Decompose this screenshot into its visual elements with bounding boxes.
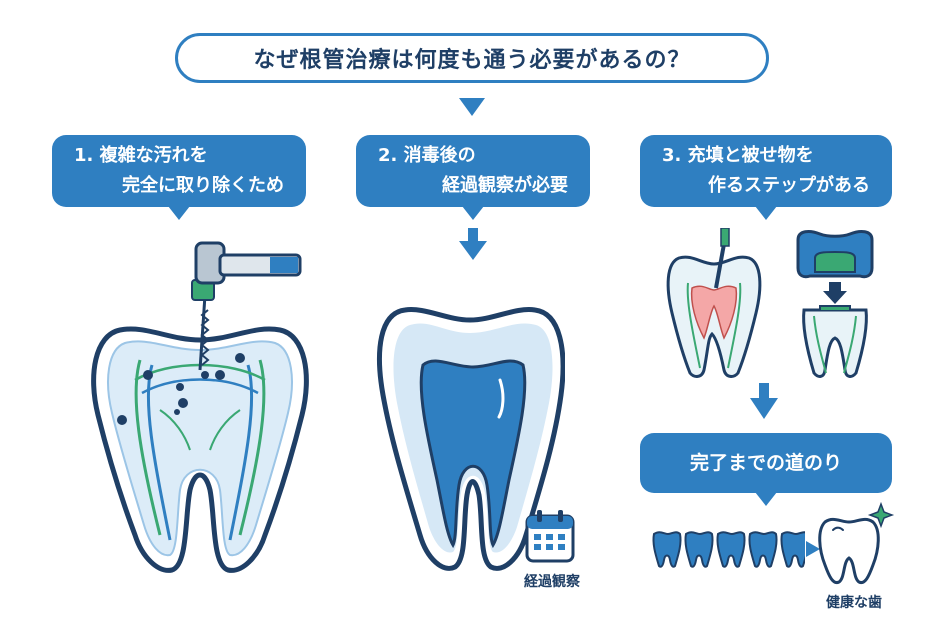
step-2-callout: 2. 消毒後の 経過観察が必要	[356, 135, 590, 207]
page-title: なぜ根管治療は何度も通う必要があるの？	[175, 33, 769, 83]
step-3-line1: 3. 充填と被せ物を	[662, 145, 814, 166]
callout-pointer-icon	[462, 206, 484, 220]
callout-pointer-icon	[755, 206, 777, 220]
step-3-line2: 作るステップがある	[708, 175, 870, 196]
road-label: 完了までの道のり	[689, 452, 842, 474]
step-2-line1: 2. 消毒後の	[378, 145, 476, 166]
healthy-caption: 健康な歯	[826, 595, 882, 611]
infected-tooth-illustration	[91, 241, 309, 573]
step-3-callout: 3. 充填と被せ物を 作るステップがある	[640, 135, 892, 207]
observation-caption: 経過観察	[524, 574, 580, 590]
road-label-callout: 完了までの道のり	[640, 433, 892, 493]
small-teeth-row	[652, 531, 805, 568]
play-arrow-icon	[806, 541, 820, 557]
filling-tooth-illustration	[666, 228, 762, 378]
step-1-callout: 1. 複雑な汚れを 完全に取り除くため	[52, 135, 306, 207]
healthy-tooth-icon	[818, 501, 895, 585]
disinfected-tooth-illustration	[376, 307, 565, 571]
step-2-line2: 経過観察が必要	[442, 175, 568, 196]
arrow-down-icon	[459, 98, 485, 116]
step-1-line1: 1. 複雑な汚れを	[74, 145, 208, 166]
callout-pointer-icon	[168, 206, 190, 220]
callout-pointer-icon	[755, 492, 777, 506]
step-1-line2: 完全に取り除くため	[122, 175, 284, 196]
crown-tooth-illustration	[796, 230, 874, 378]
arrow-down-icon	[750, 383, 778, 419]
calendar-icon	[525, 510, 575, 563]
arrow-down-icon	[459, 228, 487, 260]
